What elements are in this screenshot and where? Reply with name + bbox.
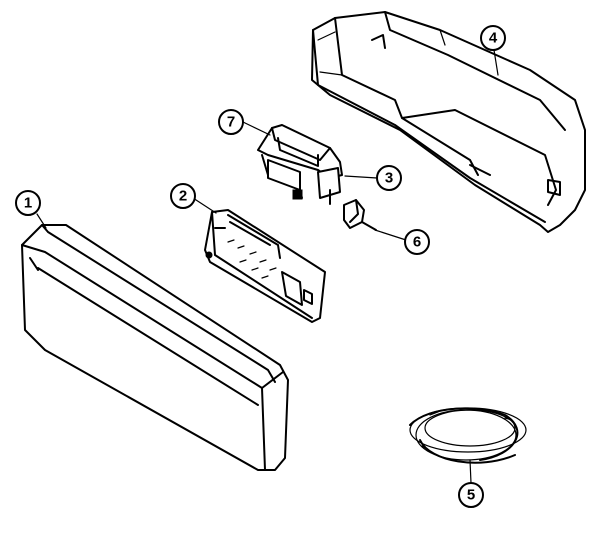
callout-5: 5 [458, 482, 484, 508]
callout-1: 1 [15, 190, 41, 216]
callout-6: 6 [404, 229, 430, 255]
callout-6-label: 6 [413, 234, 421, 251]
part-4-housing [311, 11, 586, 233]
part-7-bracket [257, 124, 343, 205]
part-5-wire-harness [409, 407, 527, 464]
leader-lines [36, 49, 499, 484]
callout-7: 7 [218, 109, 244, 135]
part-6-switch [343, 199, 377, 231]
callout-7-label: 7 [227, 114, 235, 131]
callout-4-label: 4 [489, 30, 498, 47]
callout-2: 2 [170, 183, 196, 209]
callout-2-label: 2 [179, 188, 187, 205]
callout-3: 3 [376, 165, 402, 191]
callout-1-label: 1 [24, 195, 32, 212]
part-2-control-board [204, 209, 326, 323]
part-1-control-panel [21, 224, 289, 471]
callout-5-label: 5 [467, 487, 475, 504]
callout-3-label: 3 [385, 170, 393, 187]
callout-4: 4 [480, 25, 506, 51]
